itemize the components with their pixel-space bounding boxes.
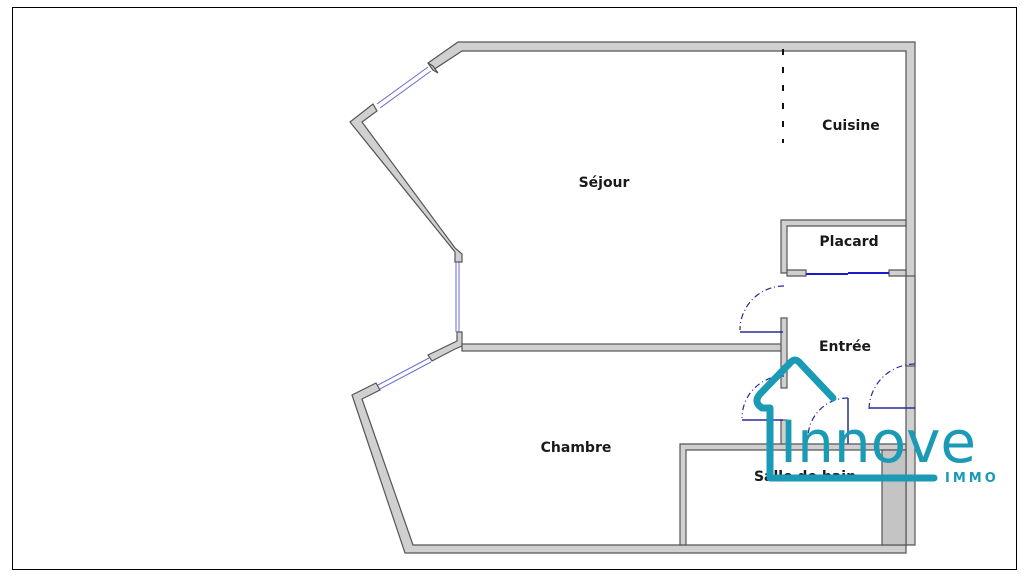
door-sejour[interactable] [739, 285, 785, 333]
room-label-chambre: Chambre [541, 440, 612, 456]
house-outline-icon [753, 356, 938, 482]
exterior-walls [349, 41, 916, 554]
door-entree[interactable] [868, 363, 916, 411]
placard-sliding-door[interactable] [806, 272, 889, 275]
innove-immo-logo: Innove IMMO [753, 356, 999, 486]
logo-name: Innove [780, 408, 976, 476]
room-label-placard: Placard [819, 234, 878, 250]
door-salle-de-bain[interactable] [807, 397, 849, 444]
room-label-entree: Entrée [819, 339, 871, 355]
room-label-sejour: Séjour [579, 175, 630, 191]
door-chambre[interactable] [741, 375, 785, 421]
windows [376, 66, 460, 390]
logo-sub: IMMO [945, 471, 999, 486]
room-label-cuisine: Cuisine [822, 118, 880, 134]
plan-frame [12, 7, 1017, 570]
interior-walls [461, 219, 916, 546]
